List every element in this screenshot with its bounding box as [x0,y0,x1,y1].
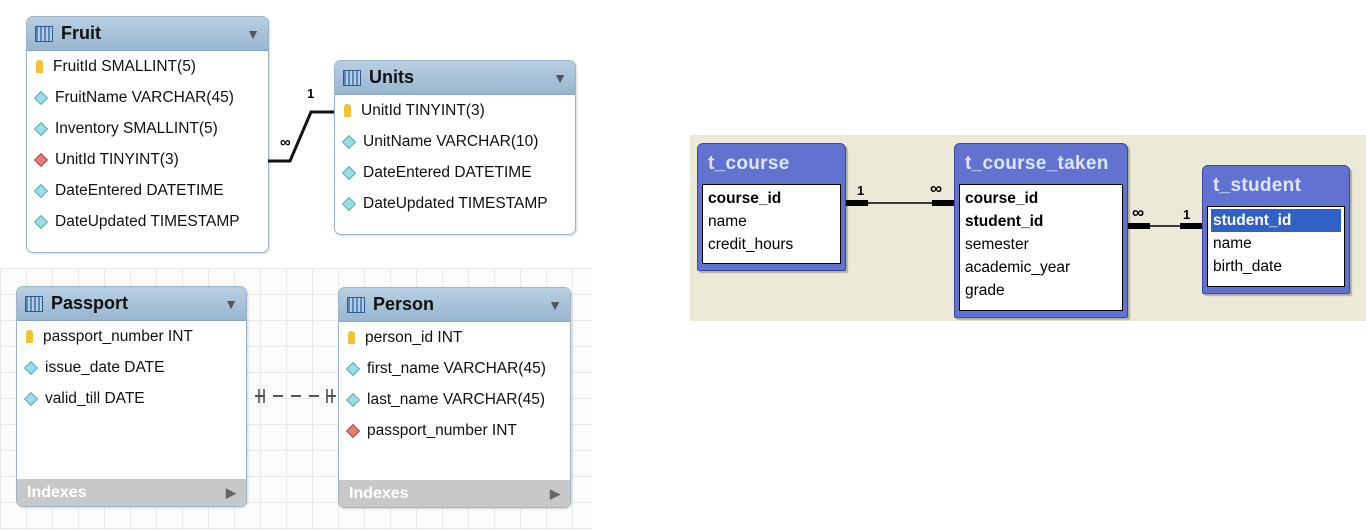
field-item[interactable]: student_id [965,213,1044,230]
many-end-thick [1128,223,1150,229]
table-icon [25,295,43,312]
expand-arrow-icon[interactable]: ▶ [550,485,560,501]
column-label: UnitId TINYINT(3) [361,101,485,119]
column-label: DateEntered DATETIME [363,163,532,181]
one-end-thick [846,200,868,206]
column-row[interactable]: UnitId TINYINT(3) [335,95,575,126]
column-row[interactable]: passport_number INT [17,321,246,352]
column-label: DateUpdated TIMESTAMP [363,194,548,212]
column-row[interactable]: person_id INT [339,322,570,353]
field-list[interactable]: course_id student_id semester academic_year… [959,184,1123,311]
workbench-relationships [255,110,336,403]
collapse-caret-icon[interactable]: ▼ [553,69,567,86]
field-item[interactable]: birth_date [1213,258,1282,275]
indexes-bar[interactable]: Indexes ▶ [17,479,246,506]
field-item[interactable]: name [708,213,747,230]
table-title: Fruit [61,23,101,43]
column-label: last_name VARCHAR(45) [367,390,546,408]
fruit-units-relationship-line [268,110,334,163]
field-item[interactable]: course_id [708,190,782,207]
cardinality-one: 1 [857,183,865,198]
passport-table-header[interactable]: Passport ▼ [17,287,246,321]
field-item[interactable]: student_id [1211,209,1341,232]
column-row[interactable]: DateEntered DATETIME [335,157,575,188]
primary-key-icon [26,330,33,343]
indexes-bar[interactable]: Indexes ▶ [339,480,570,507]
column-row[interactable]: DateUpdated TIMESTAMP [27,206,268,237]
primary-key-icon [348,331,355,344]
units-table-header[interactable]: Units ▼ [335,61,575,95]
person-table-header[interactable]: Person ▼ [339,288,570,322]
column-label: Inventory SMALLINT(5) [55,119,218,137]
expand-arrow-icon[interactable]: ▶ [226,484,236,500]
primary-key-icon [36,60,43,73]
table-title[interactable]: t_student [1213,175,1302,196]
column-label: first_name VARCHAR(45) [367,359,546,377]
cardinality-many: ∞ [280,134,291,151]
column-row[interactable]: FruitName VARCHAR(45) [27,82,268,113]
column-label: FruitName VARCHAR(45) [55,88,234,106]
table-icon [343,69,361,86]
indexes-label: Indexes [27,483,87,501]
column-row[interactable]: passport_number INT [339,415,570,446]
table-icon [35,25,53,42]
field-item[interactable]: academic_year [965,259,1071,276]
column-label: UnitId TINYINT(3) [55,150,179,168]
column-row[interactable]: DateUpdated TIMESTAMP [335,188,575,219]
column-row[interactable]: last_name VARCHAR(45) [339,384,570,415]
cardinality-one: 1 [1183,207,1191,222]
column-row[interactable]: issue_date DATE [17,352,246,383]
primary-key-icon [344,104,351,117]
field-item[interactable]: semester [965,236,1029,253]
fruit-table[interactable]: Fruit ▼ FruitId SMALLINT(5) FruitName VAR… [26,16,269,253]
column-label: passport_number INT [367,421,517,439]
indexes-label: Indexes [349,484,409,502]
table-title: Units [369,67,414,87]
table-title[interactable]: t_course_taken [965,153,1109,174]
column-row[interactable]: DateEntered DATETIME [27,175,268,206]
collapse-caret-icon[interactable]: ▼ [224,295,238,312]
column-label: FruitId SMALLINT(5) [53,57,196,75]
table-title: Passport [51,293,129,313]
column-label: UnitName VARCHAR(10) [363,132,539,150]
column-row[interactable]: UnitId TINYINT(3) [27,144,268,175]
column-row[interactable]: UnitName VARCHAR(10) [335,126,575,157]
collapse-caret-icon[interactable]: ▼ [548,296,562,313]
field-item[interactable]: grade [965,282,1005,299]
cardinality-one: 1 [307,86,315,101]
access-relationships [846,200,1202,229]
column-row[interactable]: first_name VARCHAR(45) [339,353,570,384]
many-end-thick [932,200,954,206]
field-item[interactable]: name [1213,235,1252,252]
field-item[interactable]: course_id [965,190,1039,207]
field-item[interactable]: credit_hours [708,236,794,253]
table-icon [347,296,365,313]
table-title[interactable]: t_course [708,153,790,174]
cardinality-many: ∞ [1132,203,1145,222]
column-row[interactable]: valid_till DATE [17,383,246,414]
column-label: DateEntered DATETIME [55,181,224,199]
fruit-table-header[interactable]: Fruit ▼ [27,17,268,51]
column-label: passport_number INT [43,327,193,345]
passport-table[interactable]: Passport ▼ passport_number INT issue_date… [16,286,247,507]
column-label: valid_till DATE [45,389,145,407]
column-label: issue_date DATE [45,358,165,376]
column-label: DateUpdated TIMESTAMP [55,212,240,230]
units-table[interactable]: Units ▼ UnitId TINYINT(3) UnitName VARCHA… [334,60,576,235]
person-table[interactable]: Person ▼ person_id INT first_name VARCHAR… [338,287,571,508]
one-end-thick [1180,223,1202,229]
cardinality-many: ∞ [930,179,943,198]
column-row[interactable]: FruitId SMALLINT(5) [27,51,268,82]
column-row[interactable]: Inventory SMALLINT(5) [27,113,268,144]
collapse-caret-icon[interactable]: ▼ [246,25,260,42]
column-label: person_id INT [365,328,463,346]
table-title: Person [373,294,435,314]
